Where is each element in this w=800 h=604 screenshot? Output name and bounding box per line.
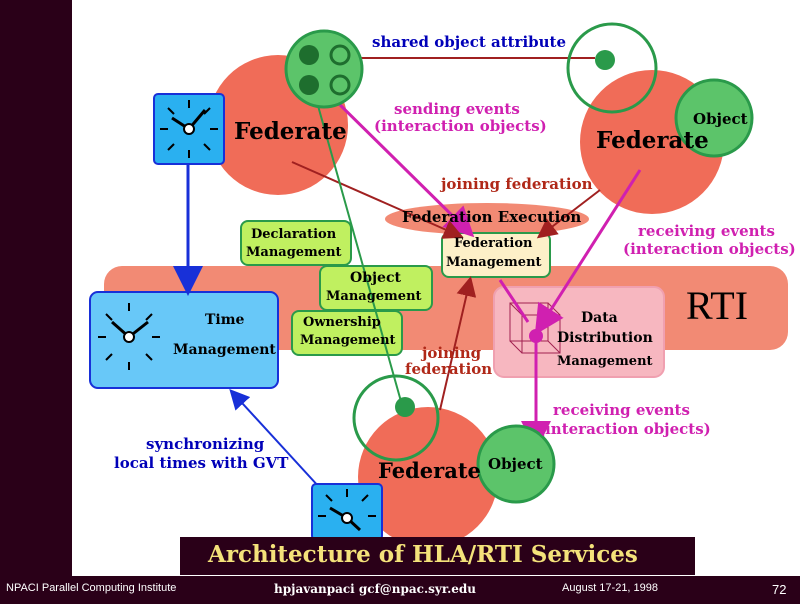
declaration-management-label-2: Management: [246, 245, 342, 260]
joining-federation-top-label: joining federation: [441, 175, 593, 193]
join-left-arrow: [291, 161, 464, 239]
shared-attribute-bottom-line: [314, 94, 403, 406]
footer-contact: hpjavanpaci gcf@npac.syr.edu: [274, 582, 477, 596]
shared-attribute-icon: [284, 29, 364, 109]
join-right-arrow: [536, 189, 601, 239]
sync-label-1: synchronizing: [146, 435, 265, 453]
federation-execution-label: Federation Execution: [402, 208, 582, 226]
declaration-management-label-1: Declaration: [251, 227, 337, 242]
footer-bar: NPACI Parallel Computing Institute hpjav…: [0, 576, 800, 600]
clock-icon-bottom: [311, 483, 383, 541]
shared-attribute-bottom-icon: [352, 374, 440, 462]
sync-label-2: local times with GVT: [114, 454, 289, 472]
declaration-management-box: [240, 220, 352, 266]
object-bottom-label: Object: [488, 455, 543, 473]
federate-bottom-label: Federate: [378, 458, 481, 483]
title-bar: Architecture of HLA/RTI Services: [180, 537, 695, 575]
shared-object-attribute-label: shared object attribute: [372, 33, 567, 51]
object-management-label-2: Management: [326, 289, 422, 304]
object-bottom: [476, 424, 556, 504]
time-management-label-1: Time: [205, 312, 245, 328]
ownership-management-box: [291, 310, 403, 356]
federation-management-box: [441, 232, 551, 278]
federation-management-label-2: Management: [446, 255, 542, 270]
receiving-events-top-arrow: [534, 169, 642, 336]
join-bottom-arrow: [439, 276, 477, 411]
receiving-events-bottom-sub-label: (interaction objects): [538, 420, 711, 438]
object-management-label-1: Object: [350, 270, 401, 286]
ddm-label-3: Management: [557, 354, 653, 369]
receiving-events-top-label: receiving events: [638, 222, 775, 240]
sending-events-arrow: [328, 93, 475, 238]
sync-gvt-arrow: [229, 389, 321, 489]
ownership-management-label-1: Ownership: [303, 315, 381, 330]
footer-institute: NPACI Parallel Computing Institute: [6, 582, 177, 594]
receiving-events-bottom-label: receiving events: [553, 401, 690, 419]
federate-left-label: Federate: [234, 118, 347, 145]
footer-date: August 17-21, 1998: [562, 582, 659, 594]
slide-title: Architecture of HLA/RTI Services: [208, 541, 638, 568]
ownership-management-label-2: Management: [300, 333, 396, 348]
fm-to-ddm-line: [498, 279, 530, 323]
footer-page-number: 72: [772, 582, 787, 597]
receiving-events-top-sub-label: (interaction objects): [623, 240, 796, 258]
joining-federation-mid-label-2: federation: [405, 360, 493, 378]
federate-right-label: Federate: [596, 127, 709, 154]
object-right: [674, 78, 754, 158]
sending-events-sub-label: (interaction objects): [374, 117, 547, 135]
clock-icon-time-management: [94, 298, 164, 374]
time-management-label-2: Management: [173, 342, 276, 358]
ddm-label-2: Distribution: [557, 330, 653, 346]
shared-attribute-right-icon: [566, 22, 658, 114]
clock-icon-top: [153, 93, 225, 165]
ddm-node: [529, 329, 543, 343]
joining-federation-mid-label-1: joining: [422, 344, 482, 362]
rti-label: RTI: [686, 283, 749, 328]
sending-events-label: sending events: [394, 100, 520, 118]
federate-bottom: [358, 407, 498, 547]
object-right-label: Object: [693, 110, 748, 128]
federation-management-label-1: Federation: [454, 236, 533, 251]
ddm-label-1: Data: [581, 310, 618, 326]
